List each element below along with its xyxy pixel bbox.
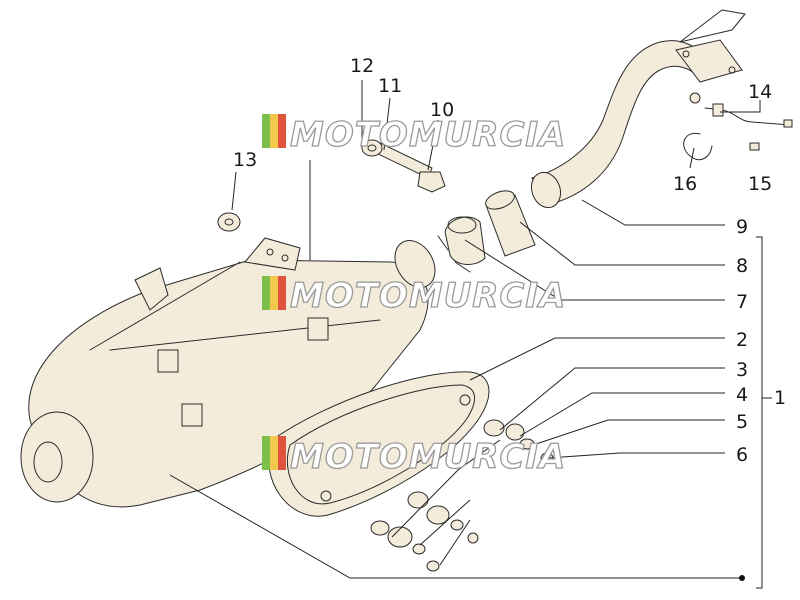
sleeve xyxy=(485,190,536,257)
bolts xyxy=(412,438,554,572)
clamp xyxy=(437,216,486,273)
spacer xyxy=(361,139,383,157)
watermark-text: MOTOMURCIA xyxy=(290,115,566,155)
callout-1: 1 xyxy=(774,387,786,409)
snap-ring xyxy=(683,132,713,161)
rubber-grommets xyxy=(370,419,525,548)
callout-15: 15 xyxy=(748,173,772,195)
exhaust-pipe xyxy=(530,9,746,209)
callout-8: 8 xyxy=(736,255,748,277)
callout-7: 7 xyxy=(736,291,748,313)
heat-shield xyxy=(268,371,490,517)
washer xyxy=(217,212,241,232)
callout-13: 13 xyxy=(233,149,257,171)
watermark-top: MOTOMURCIA xyxy=(262,114,566,156)
leader-lines xyxy=(169,80,772,589)
callout-5: 5 xyxy=(736,411,748,433)
callout-10: 10 xyxy=(430,99,454,121)
callout-2: 2 xyxy=(736,329,748,351)
callout-3: 3 xyxy=(736,359,748,381)
callout-12: 12 xyxy=(350,55,374,77)
watermark-text: MOTOMURCIA xyxy=(290,437,566,477)
callout-16: 16 xyxy=(673,173,697,195)
callout-4: 4 xyxy=(736,384,748,406)
callout-6: 6 xyxy=(736,444,748,466)
muffler-body xyxy=(20,237,436,508)
clip xyxy=(749,142,760,151)
reference-dot xyxy=(739,575,745,581)
watermark-text: MOTOMURCIA xyxy=(290,276,566,316)
lambda-sensor xyxy=(704,103,793,128)
watermark-bottom: MOTOMURCIA xyxy=(262,436,566,478)
callout-9: 9 xyxy=(736,216,748,238)
watermark-middle: MOTOMURCIA xyxy=(262,275,566,317)
callout-14: 14 xyxy=(748,81,772,103)
callout-11: 11 xyxy=(378,75,402,97)
